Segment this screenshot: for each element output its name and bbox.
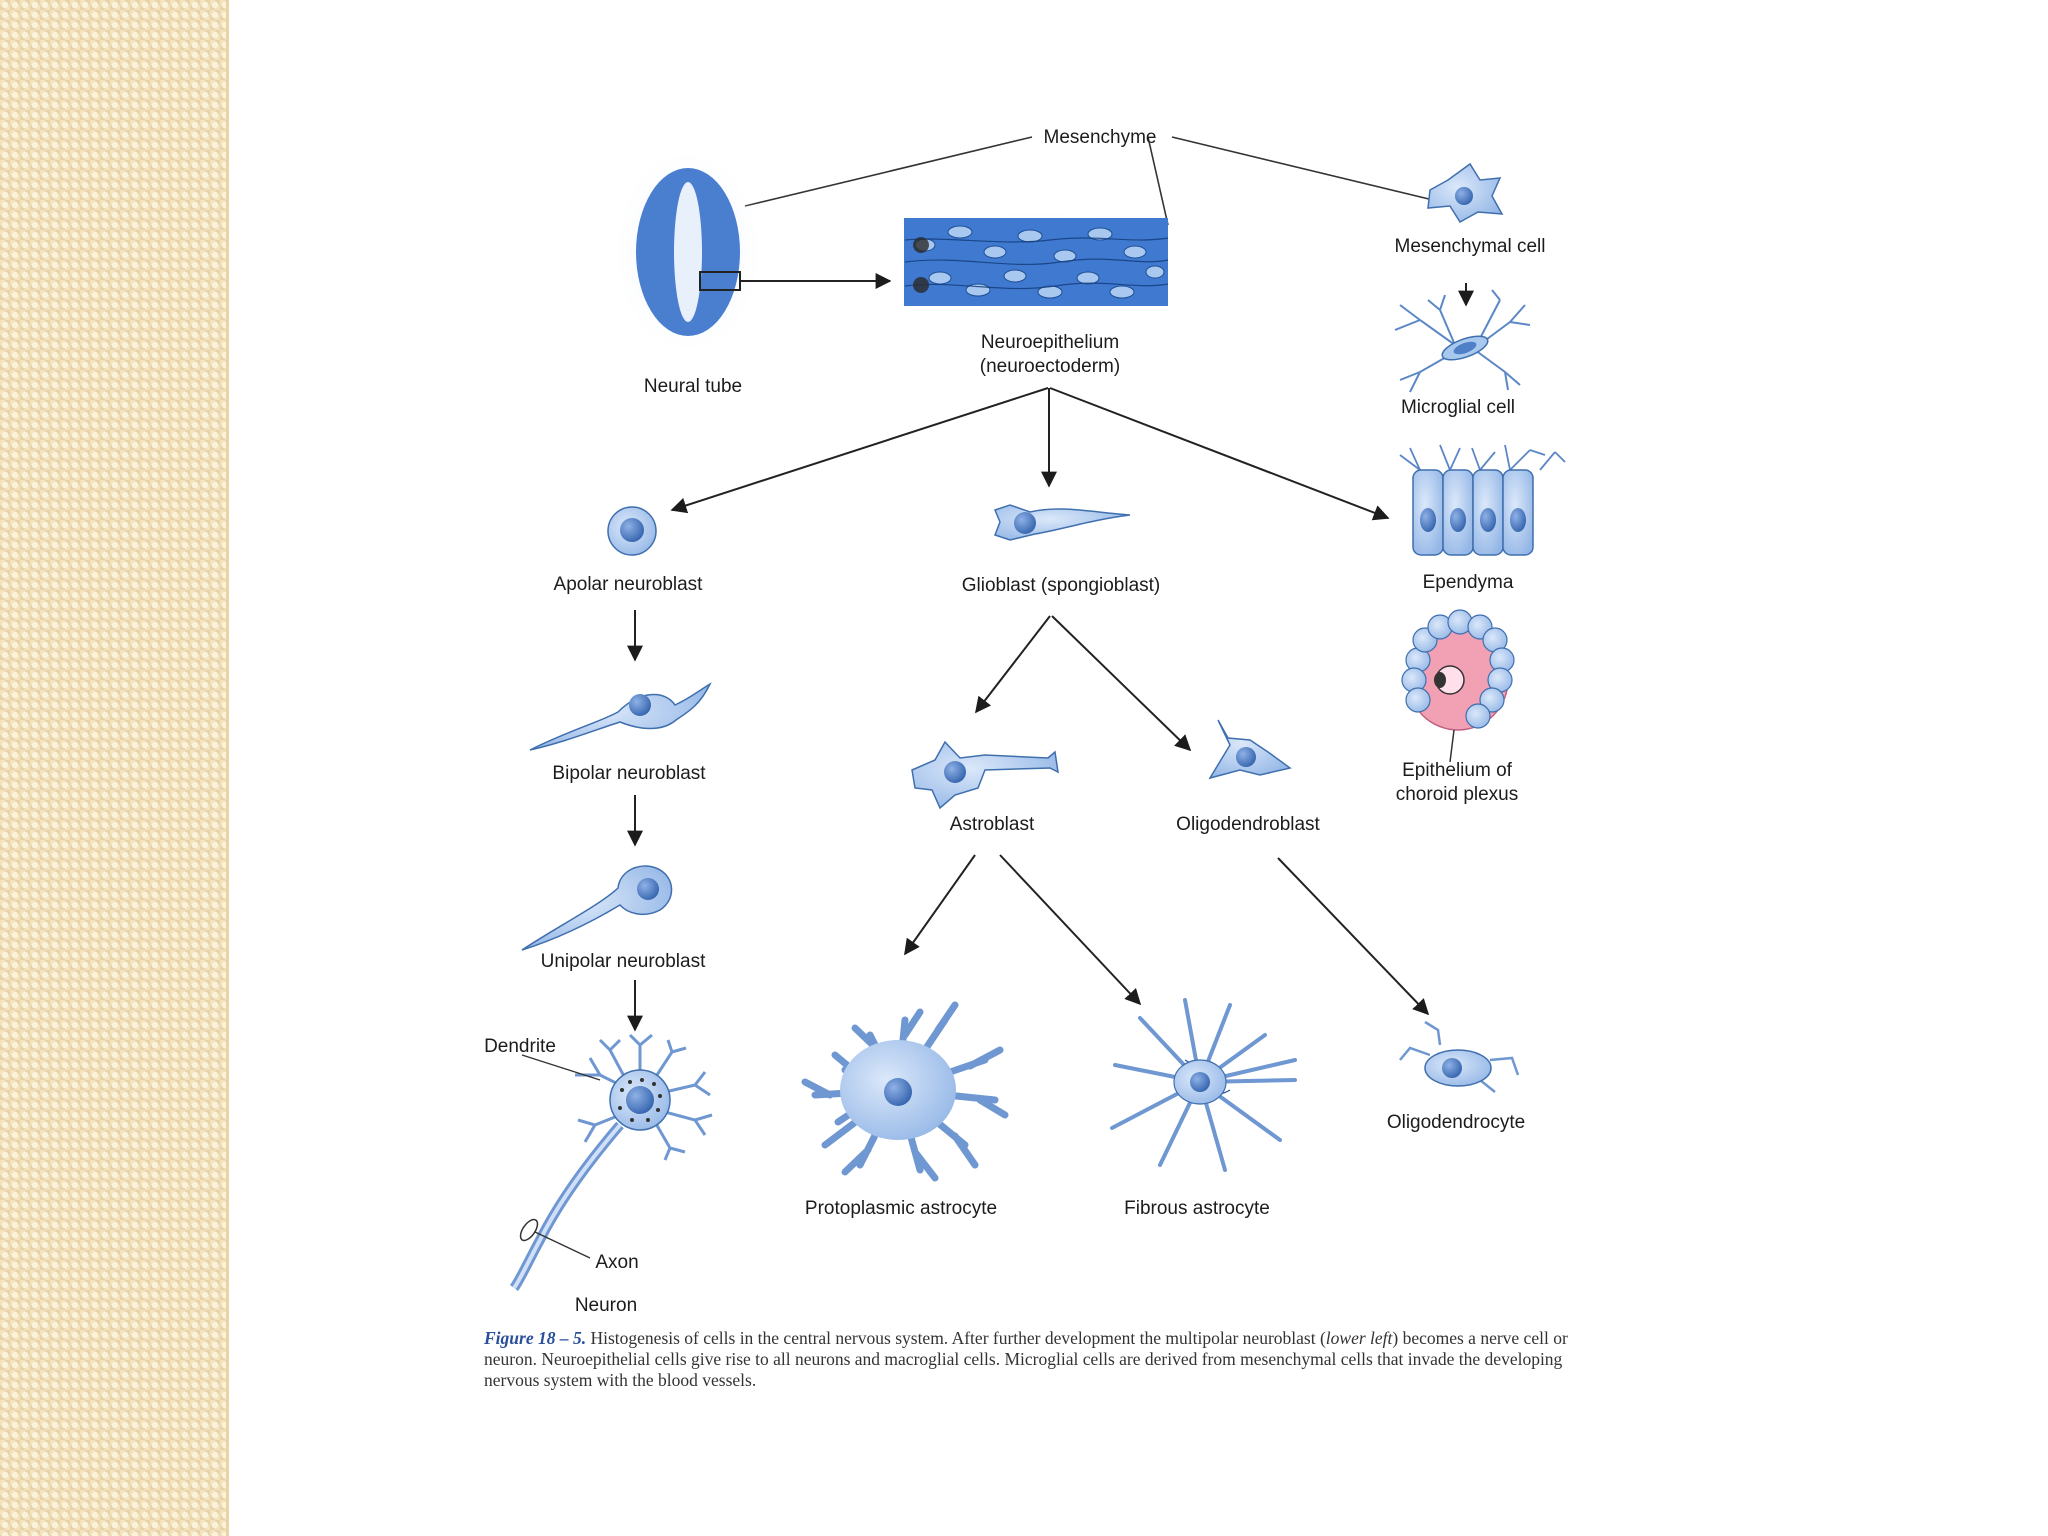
neuroepithelium-illustration bbox=[890, 208, 1180, 308]
label-neural-tube: Neural tube bbox=[644, 376, 742, 397]
bipolar-neuroblast-illustration bbox=[529, 682, 712, 751]
label-mesenchyme: Mesenchyme bbox=[1044, 127, 1157, 148]
label-apolar-neuroblast: Apolar neuroblast bbox=[554, 574, 704, 595]
diagram-labels: Mesenchyme Mesenchymal cell Neural tube … bbox=[484, 127, 1545, 1316]
label-epithelium-line1: Epithelium of bbox=[1402, 760, 1513, 781]
ependyma-illustration bbox=[1399, 444, 1566, 556]
label-fibrous-astrocyte: Fibrous astrocyte bbox=[1124, 1198, 1270, 1219]
figure-caption: Figure 18 – 5. Histogenesis of cells in … bbox=[484, 1328, 1574, 1391]
protoplasmic-astrocyte-illustration bbox=[801, 1001, 1009, 1182]
label-protoplasmic-astrocyte: Protoplasmic astrocyte bbox=[805, 1198, 997, 1219]
fibrous-astrocyte-illustration bbox=[1110, 998, 1297, 1172]
neuron-illustration bbox=[509, 1033, 713, 1291]
choroid-plexus-illustration bbox=[1401, 609, 1515, 763]
label-oligodendrocyte: Oligodendrocyte bbox=[1387, 1112, 1525, 1133]
label-neuroepithelium-line2: (neuroectoderm) bbox=[980, 356, 1120, 377]
neural-tube-illustration bbox=[610, 144, 892, 360]
label-glioblast: Glioblast (spongioblast) bbox=[962, 575, 1161, 596]
neuroepithelium-arrows bbox=[670, 387, 1390, 521]
label-neuroepithelium-line1: Neuroepithelium bbox=[981, 332, 1119, 353]
caption-figure-label: Figure 18 – 5. bbox=[484, 1328, 587, 1348]
caption-text-2: ) becomes a nerve cell or neuron. Neuroe… bbox=[484, 1328, 1568, 1390]
side-strip-edge bbox=[226, 0, 229, 1536]
microglial-cell-illustration bbox=[1394, 289, 1531, 393]
caption-italic-1: lower left bbox=[1325, 1328, 1393, 1348]
oligodendroblast-illustration bbox=[1208, 719, 1292, 780]
astroblast-branch-arrows bbox=[904, 854, 1430, 1016]
decorative-side-strip bbox=[0, 0, 228, 1536]
label-axon: Axon bbox=[595, 1252, 638, 1273]
caption-text-1: Histogenesis of cells in the central ner… bbox=[586, 1328, 1326, 1348]
label-unipolar-neuroblast: Unipolar neuroblast bbox=[541, 951, 706, 972]
oligodendrocyte-illustration bbox=[1399, 1020, 1520, 1093]
label-microglial-cell: Microglial cell bbox=[1401, 397, 1515, 418]
glioblast-illustration bbox=[993, 504, 1131, 541]
label-mesenchymal-cell: Mesenchymal cell bbox=[1395, 236, 1546, 257]
label-dendrite: Dendrite bbox=[484, 1036, 556, 1057]
unipolar-neuroblast-illustration bbox=[521, 865, 673, 951]
mesenchymal-cell-illustration bbox=[1427, 162, 1504, 307]
astroblast-illustration bbox=[911, 740, 1059, 810]
label-astroblast: Astroblast bbox=[950, 814, 1035, 835]
label-neuron: Neuron bbox=[575, 1295, 637, 1316]
label-bipolar-neuroblast: Bipolar neuroblast bbox=[552, 763, 706, 784]
label-epithelium-line2: choroid plexus bbox=[1396, 784, 1519, 805]
glioblast-branch-arrows bbox=[975, 615, 1192, 752]
label-oligodendroblast: Oligodendroblast bbox=[1176, 814, 1320, 835]
apolar-neuroblast-illustration bbox=[607, 506, 657, 556]
label-ependyma: Ependyma bbox=[1423, 572, 1514, 593]
